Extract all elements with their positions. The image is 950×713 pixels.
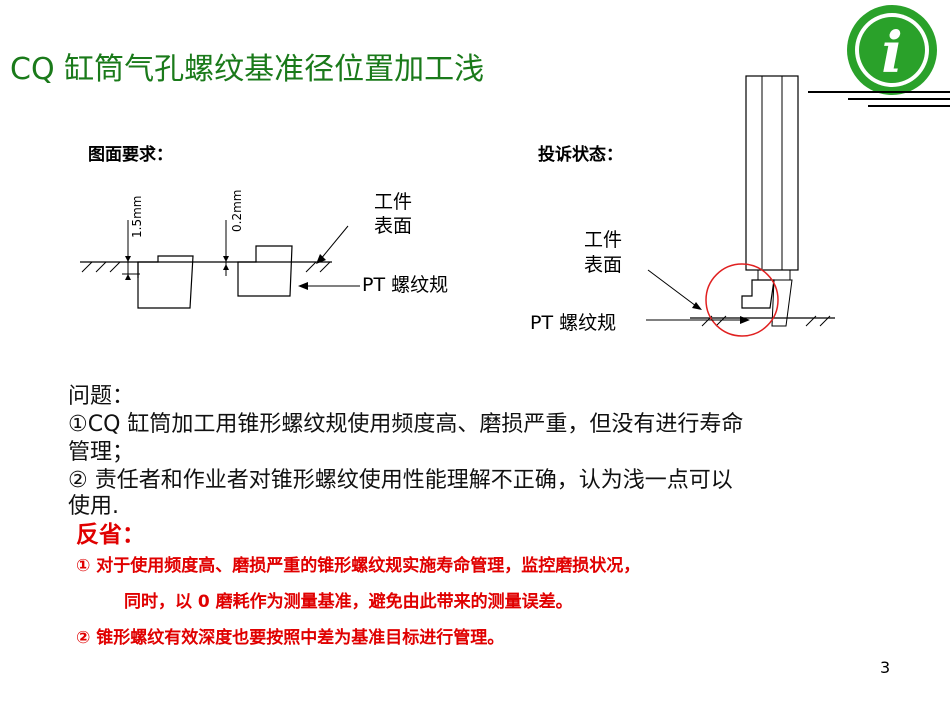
problem-item-1-line-2: 管理；: [68, 440, 135, 465]
info-glyph: i: [881, 20, 902, 86]
page-title: CQ 缸筒气孔螺纹基准径位置加工浅: [10, 52, 485, 87]
problem-item-1-line-1: ①CQ 缸筒加工用锥形螺纹规使用频度高、磨损严重，但没有进行寿命: [68, 412, 744, 437]
dim-label-1: 1.5mm: [130, 195, 144, 238]
reflection-item-1-line-2: 同时，以 0 磨耗作为测量基准，避免由此带来的测量误差。: [124, 592, 573, 612]
left-diagram: [70, 180, 490, 330]
page-number: 3: [880, 658, 891, 677]
right-diagram: [520, 70, 850, 340]
right-workpiece-label-1: 工件: [584, 229, 623, 251]
left-workpiece-label-1: 工件: [374, 191, 413, 213]
right-workpiece-label-2: 表面: [584, 254, 623, 276]
problem-heading: 问题：: [68, 384, 135, 409]
right-diagram-heading: 投诉状态：: [538, 145, 623, 165]
left-gauge-label: PT 螺纹规: [362, 274, 449, 296]
problem-item-2-line-1: ② 责任者和作业者对锥形螺纹使用性能理解不正确，认为浅一点可以: [68, 468, 733, 493]
left-diagram-heading: 图面要求：: [88, 145, 173, 165]
info-icon: i: [808, 0, 950, 110]
right-gauge-label: PT 螺纹规: [530, 312, 617, 334]
problem-item-2-line-2: 使用.: [68, 494, 119, 519]
reflection-heading: 反省：: [76, 522, 145, 548]
left-workpiece-label-2: 表面: [374, 215, 413, 237]
dim-label-2: 0.2mm: [230, 189, 244, 232]
reflection-item-1-line-1: ① 对于使用频度高、磨损严重的锥形螺纹规实施寿命管理，监控磨损状况，: [76, 556, 641, 576]
reflection-item-2: ② 锥形螺纹有效深度也要按照中差为基准目标进行管理。: [76, 628, 505, 648]
